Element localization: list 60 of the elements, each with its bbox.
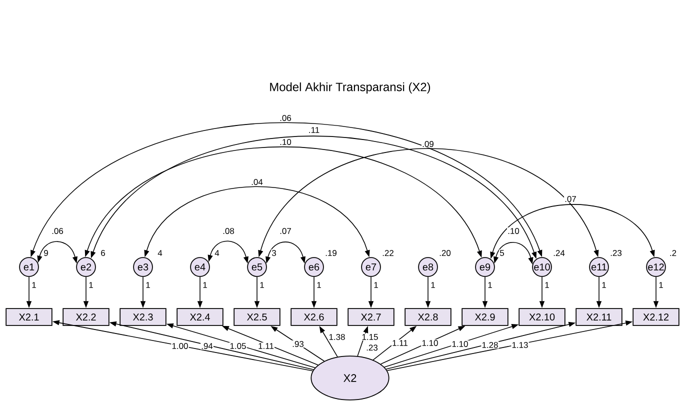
variance-label: 6 xyxy=(101,250,105,256)
covariance-label: .07 xyxy=(565,196,576,202)
variance-label: 4 xyxy=(158,250,162,256)
indicator-box: X2.4 xyxy=(176,308,224,326)
indicator-box: X2.11 xyxy=(576,308,622,326)
covariance-label: .10 xyxy=(280,139,292,145)
indicator-box: X2.2 xyxy=(62,308,110,326)
indicator-box: X2.6 xyxy=(290,308,338,326)
variance-label: .22 xyxy=(382,250,394,256)
variance-label: .23 xyxy=(366,344,378,351)
weight-label: 1 xyxy=(89,282,93,288)
weight-label: 1 xyxy=(32,282,36,288)
weight-label: 1 xyxy=(374,282,378,288)
variance-label: 5 xyxy=(500,250,504,256)
loading-label: 1.11 xyxy=(392,340,408,346)
indicator-box: X2.7 xyxy=(348,308,394,326)
covariance-label: .06 xyxy=(280,115,292,121)
indicator-box: X2.5 xyxy=(234,308,280,326)
covariance-label: .07 xyxy=(280,228,291,234)
weight-label: 1 xyxy=(203,282,207,288)
variance-label: .24 xyxy=(554,250,565,256)
loading-label: 1.28 xyxy=(482,342,498,348)
indicator-box: X2.1 xyxy=(6,308,52,326)
variance-label: 9 xyxy=(44,250,48,256)
weight-label: 1 xyxy=(431,282,435,288)
variance-label: .2 xyxy=(670,250,676,256)
indicator-box: X2.10 xyxy=(518,308,566,326)
weight-label: 1 xyxy=(659,282,663,288)
title: Model Akhir Transparansi (X2) xyxy=(270,82,430,94)
indicator-box: X2.9 xyxy=(462,308,508,326)
weight-label: 1 xyxy=(602,282,606,288)
covariance-label: .09 xyxy=(422,141,434,147)
variance-label: 4 xyxy=(214,250,220,256)
loading-label: 1.11 xyxy=(258,343,274,349)
covariance-label: .11 xyxy=(309,127,320,133)
weight-label: 1 xyxy=(488,282,492,288)
loading-label: 1.15 xyxy=(362,334,378,340)
weight-label: 1 xyxy=(545,282,549,288)
indicator-box: X2.3 xyxy=(120,308,166,326)
variance-label: .20 xyxy=(440,250,451,256)
indicator-box: X2.8 xyxy=(404,308,452,326)
loading-label: .93 xyxy=(292,341,304,347)
indicator-box: X2.12 xyxy=(632,308,680,326)
loading-label: 1.10 xyxy=(452,341,468,347)
loading-label: 1.00 xyxy=(172,343,188,349)
loading-label: 1.38 xyxy=(329,334,345,340)
covariance-label: .10 xyxy=(508,228,520,234)
weight-label: 1 xyxy=(260,282,264,288)
variance-label: .19 xyxy=(326,250,336,256)
covariance-label: .04 xyxy=(252,179,263,185)
loading-label: 1.10 xyxy=(422,340,438,346)
variance-label: .23 xyxy=(610,250,622,256)
covariance-label: .08 xyxy=(223,228,234,234)
weight-label: 1 xyxy=(146,282,150,288)
weight-label: 1 xyxy=(317,282,321,288)
variance-label: 3 xyxy=(272,250,276,256)
loading-label: .94 xyxy=(202,343,213,349)
loading-label: 1.13 xyxy=(512,342,528,348)
covariance-label: .06 xyxy=(52,228,64,234)
loading-label: 1.05 xyxy=(230,343,246,349)
